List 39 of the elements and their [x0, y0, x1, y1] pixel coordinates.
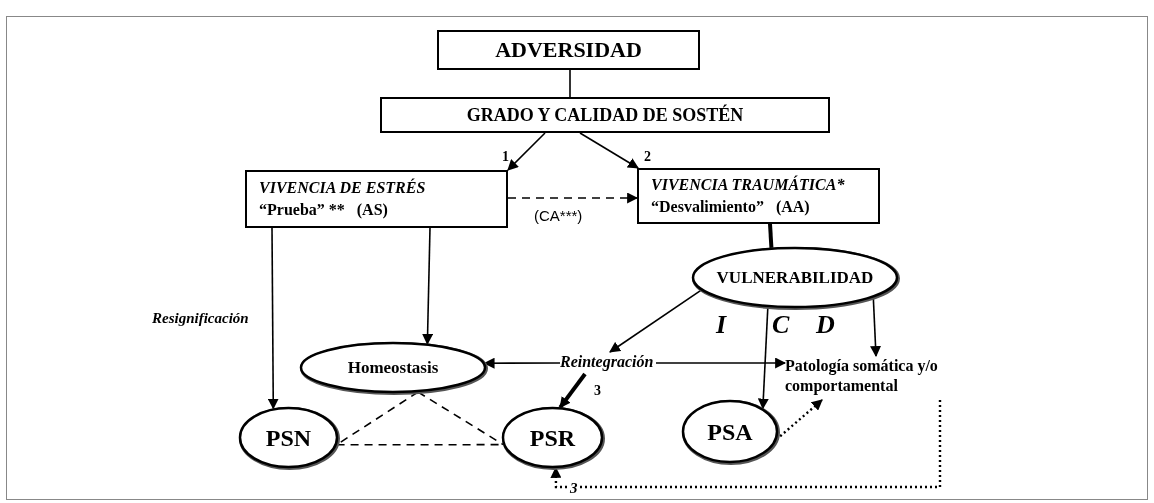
node-title: VIVENCIA TRAUMÁTICA* [651, 174, 846, 195]
ellipse-node [298, 340, 488, 395]
ellipse-node [237, 405, 340, 470]
arrow [507, 132, 546, 171]
node-label: Patología somática y/o comportamental [785, 356, 939, 396]
node-label: PSN [265, 423, 312, 453]
letter-label: I [716, 312, 727, 338]
arrow [757, 306, 769, 410]
node-label: VULNERABILIDAD [716, 266, 874, 289]
arrow [422, 227, 434, 345]
ellipse-node [690, 245, 900, 310]
process-box [245, 170, 508, 228]
callout-number: 1 [502, 150, 509, 164]
arrow [655, 357, 787, 369]
node-title: VIVENCIA DE ESTRÉS [259, 177, 427, 198]
node-label: Reintegración [560, 352, 655, 372]
process-box [437, 30, 700, 70]
arrow [558, 372, 587, 409]
callout-number: 3 [594, 384, 601, 398]
process-box [637, 168, 880, 224]
arrow [550, 400, 942, 489]
arrow [507, 192, 639, 204]
node-label: “Desvalimiento” (AA) [651, 197, 811, 218]
node-label: “Prueba” ** (AS) [259, 200, 389, 221]
arrow [579, 132, 639, 169]
node-label: Homeostasis [347, 356, 439, 379]
ellipse-node [680, 398, 780, 465]
letter-label: D [816, 312, 835, 338]
node-label: PSR [529, 423, 576, 453]
node-title: ADVERSIDAD [495, 39, 642, 61]
arrow [267, 227, 279, 410]
letter-label: C [772, 312, 790, 338]
arrow [483, 357, 561, 369]
ellipse-node [500, 405, 605, 470]
arrow [609, 289, 702, 353]
node-title: GRADO Y CALIDAD DE SOSTÉN [466, 104, 744, 126]
process-box [380, 97, 830, 133]
callout-number: 2 [644, 150, 651, 164]
node-label: PSA [707, 417, 753, 447]
